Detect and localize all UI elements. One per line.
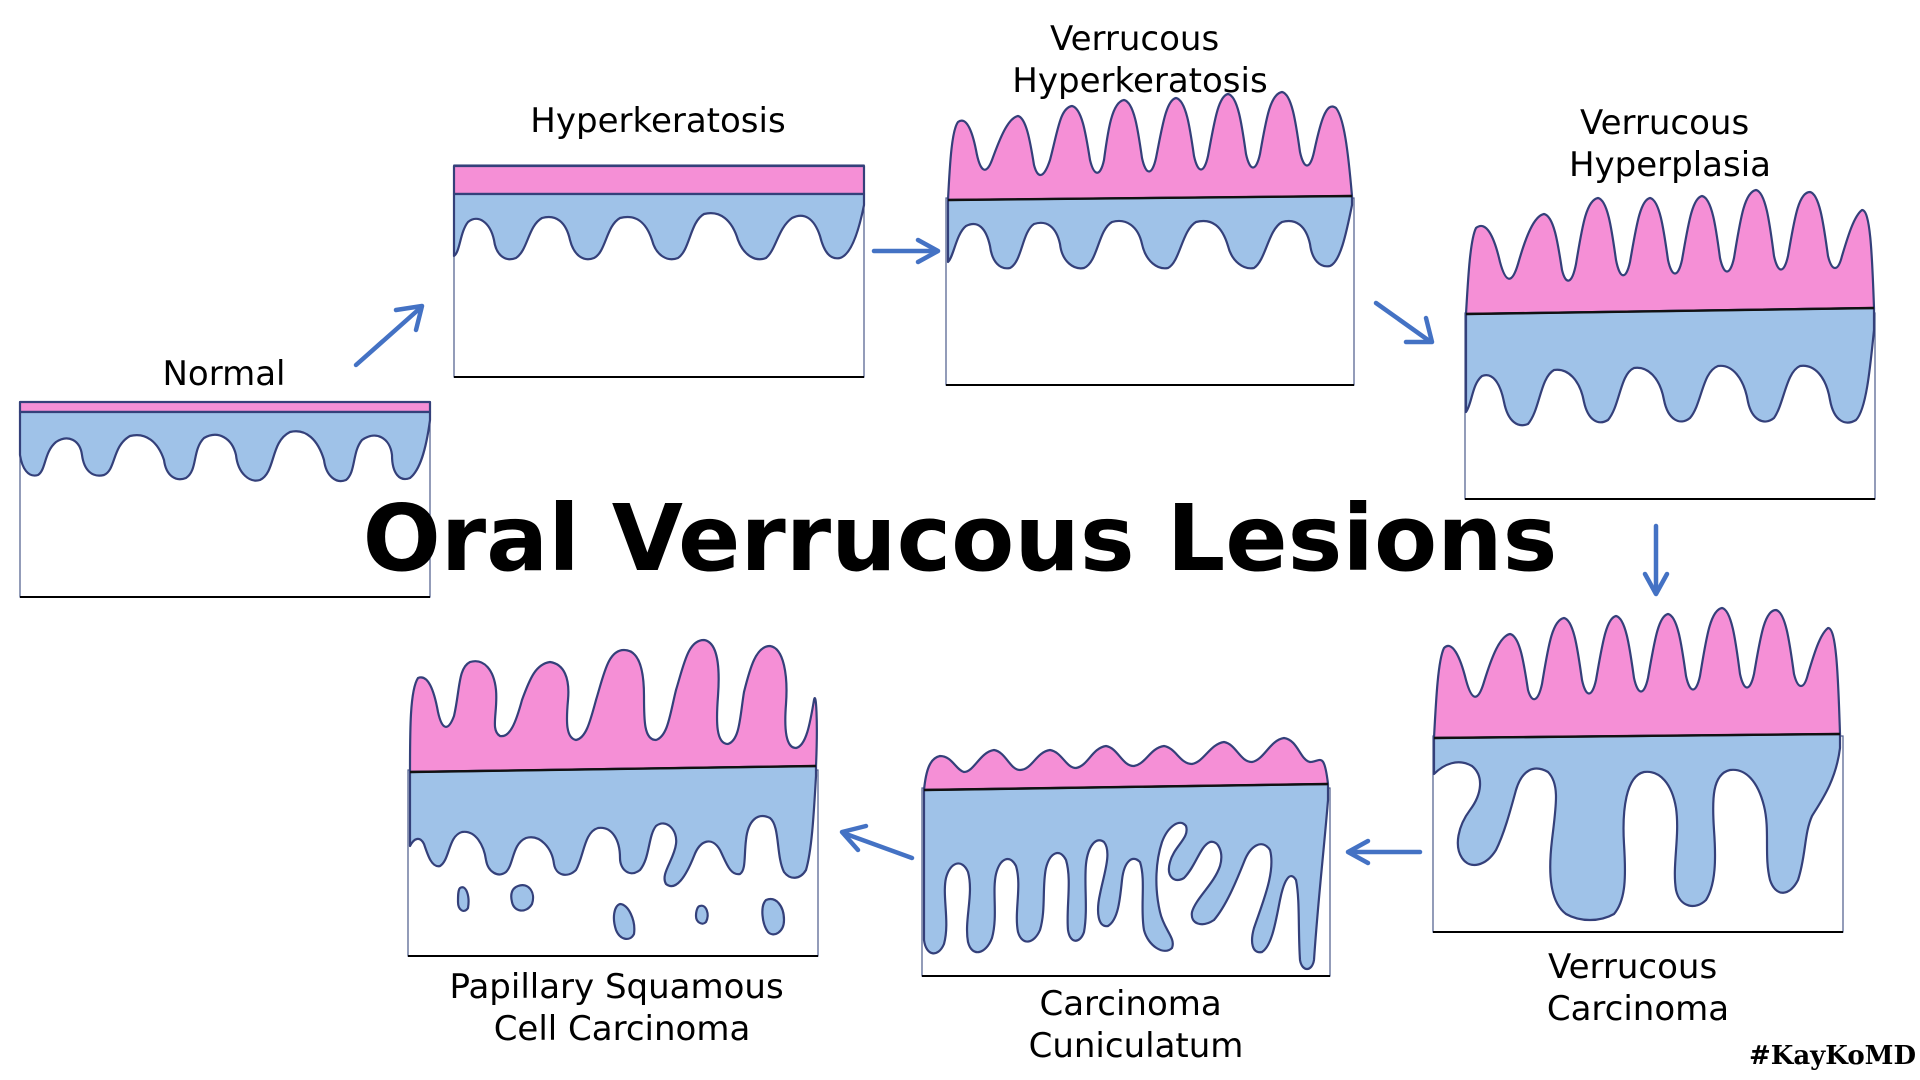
stage-carcinoma-cuniculatum: Carcinoma Cuniculatum xyxy=(921,736,1331,1066)
keratin-layer xyxy=(1464,188,1876,316)
watermark: #KayKoMD xyxy=(1749,1041,1916,1071)
keratin-layer xyxy=(408,638,818,774)
stage-label: Verrucous Hyperplasia xyxy=(1569,103,1771,185)
epithelium-layer xyxy=(452,192,866,261)
stage-label: Normal xyxy=(162,354,285,394)
detached-tumor-nest xyxy=(456,886,470,912)
stage-label: Verrucous Carcinoma xyxy=(1547,947,1729,1029)
detached-tumor-nest xyxy=(761,898,786,936)
stage-verrucous-carcinoma: Verrucous Carcinoma xyxy=(1432,606,1844,1029)
stage-normal: Normal xyxy=(18,354,432,598)
stage-label: Carcinoma Cuniculatum xyxy=(1029,984,1244,1066)
detached-tumor-nest xyxy=(510,884,535,912)
keratin-layer xyxy=(18,400,432,414)
progression-arrow xyxy=(1642,523,1670,597)
detached-tumor-nest xyxy=(694,904,709,925)
stage-hyperkeratosis: Hyperkeratosis xyxy=(452,101,866,378)
stage-verrucous-hyperplasia: Verrucous Hyperplasia xyxy=(1464,103,1876,500)
progression-arrow xyxy=(353,303,425,368)
stage-verrucous-hyperkeratosis: Verrucous Hyperkeratosis xyxy=(945,19,1355,386)
progression-arrow xyxy=(1373,300,1435,345)
stage-label: Papillary Squamous Cell Carcinoma xyxy=(449,967,794,1049)
stage-label: Hyperkeratosis xyxy=(530,101,785,141)
epithelium-layer xyxy=(408,764,818,888)
keratin-layer xyxy=(1432,606,1842,740)
epithelium-layer xyxy=(18,410,432,483)
keratin-layer xyxy=(452,164,866,196)
progression-arrow xyxy=(839,823,915,861)
epithelium-layer xyxy=(1464,306,1876,427)
progression-arrow xyxy=(1345,838,1423,866)
diagram-title: Oral Verrucous Lesions xyxy=(363,485,1558,592)
epithelium-layer xyxy=(1432,732,1842,922)
keratin-layer xyxy=(946,90,1354,202)
epithelium-layer xyxy=(922,782,1330,971)
stage-label: Verrucous Hyperkeratosis xyxy=(1012,19,1267,101)
keratin-layer xyxy=(922,736,1330,792)
epithelium-layer xyxy=(946,194,1354,270)
stage-papillary-squamous-cell-carcinoma: Papillary Squamous Cell Carcinoma xyxy=(407,638,819,1049)
detached-tumor-nest xyxy=(612,902,636,940)
progression-arrow xyxy=(871,237,941,265)
